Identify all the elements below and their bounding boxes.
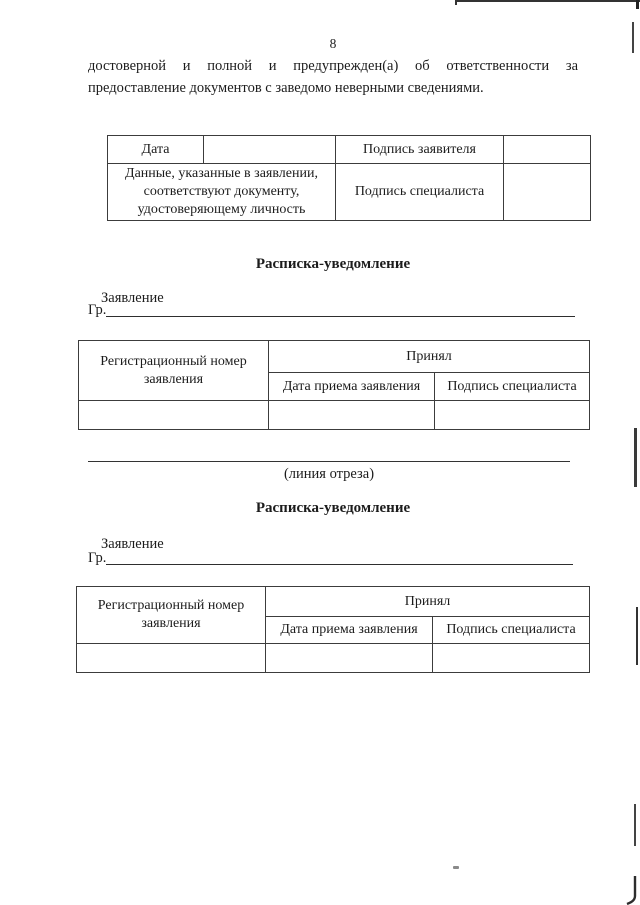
date-header-cell: Дата приема заявления xyxy=(265,616,433,644)
table-row: Регистрационный номер заявления Принял xyxy=(78,340,590,401)
date-label-cell: Дата xyxy=(107,135,204,164)
receipt-heading: Расписка-уведомление xyxy=(255,500,411,516)
table-row: Дата Подпись заявителя xyxy=(107,135,591,164)
sign-header-cell: Подпись специалиста xyxy=(434,372,590,401)
receipt-heading: Расписка-уведомление xyxy=(255,256,411,272)
date-header-cell: Дата приема заявления xyxy=(268,372,435,401)
scan-artifact-right-segment-3 xyxy=(636,607,638,665)
scan-artifact-right-segment-1 xyxy=(632,22,634,53)
citizen-line: Гр. xyxy=(88,550,573,567)
accepted-header-cell: Принял xyxy=(268,340,590,373)
signature-table: Дата Подпись заявителя Данные, указанные… xyxy=(107,135,591,221)
reg-number-value-cell xyxy=(78,400,269,430)
date-value-cell xyxy=(268,400,435,430)
application-label: Заявление xyxy=(101,536,164,552)
citizen-label: Гр. xyxy=(88,550,107,566)
scan-artifact-right-segment-4 xyxy=(634,804,636,846)
reg-number-header-cell: Регистрационный номер заявления xyxy=(78,340,269,401)
intro-paragraph: достоверной и полной и предупрежден(а) о… xyxy=(88,58,578,96)
specialist-sign-value-cell xyxy=(503,163,591,221)
citizen-label: Гр. xyxy=(88,302,107,318)
reg-number-header-cell: Регистрационный номер заявления xyxy=(76,586,266,644)
table-row: Данные, указанные в заявлении, соответст… xyxy=(107,163,591,221)
table-row: Дата приема заявления Подпись специалист… xyxy=(79,372,590,401)
applicant-sign-value-cell xyxy=(503,135,591,164)
table-row xyxy=(76,643,590,673)
scan-artifact-speck xyxy=(453,866,459,869)
scan-artifact-right-segment-2 xyxy=(634,428,637,487)
citizen-underline xyxy=(106,550,573,565)
scan-artifact-corner-hook xyxy=(626,876,637,905)
receipt-table: Регистрационный номер заявления Принял Д… xyxy=(78,340,590,430)
table-row xyxy=(78,400,590,430)
citizen-underline xyxy=(106,302,575,317)
applicant-sign-label-cell: Подпись заявителя xyxy=(335,135,504,164)
table-row: Регистрационный номер заявления Принял xyxy=(76,586,590,644)
scan-artifact-top-tick-right xyxy=(636,0,639,9)
page-number: 8 xyxy=(329,36,337,51)
reg-number-value-cell xyxy=(76,643,266,673)
cut-line xyxy=(88,461,570,462)
date-value-cell xyxy=(265,643,433,673)
accepted-header-cell: Принял xyxy=(265,586,590,617)
date-value-cell xyxy=(203,135,336,164)
specialist-sign-label-cell: Подпись специалиста xyxy=(335,163,504,221)
scan-artifact-top-line xyxy=(455,0,640,2)
receipt-table: Регистрационный номер заявления Принял Д… xyxy=(76,586,590,673)
table-row: Дата приема заявления Подпись специалист… xyxy=(77,616,590,644)
cut-line-label: (линия отреза) xyxy=(283,466,375,482)
citizen-line: Гр. xyxy=(88,302,575,319)
application-label: Заявление xyxy=(101,290,164,306)
data-check-label-cell: Данные, указанные в заявлении, соответст… xyxy=(107,163,336,221)
sign-value-cell xyxy=(434,400,590,430)
sign-header-cell: Подпись специалиста xyxy=(432,616,590,644)
scan-artifact-top-tick-left xyxy=(455,0,457,5)
sign-value-cell xyxy=(432,643,590,673)
